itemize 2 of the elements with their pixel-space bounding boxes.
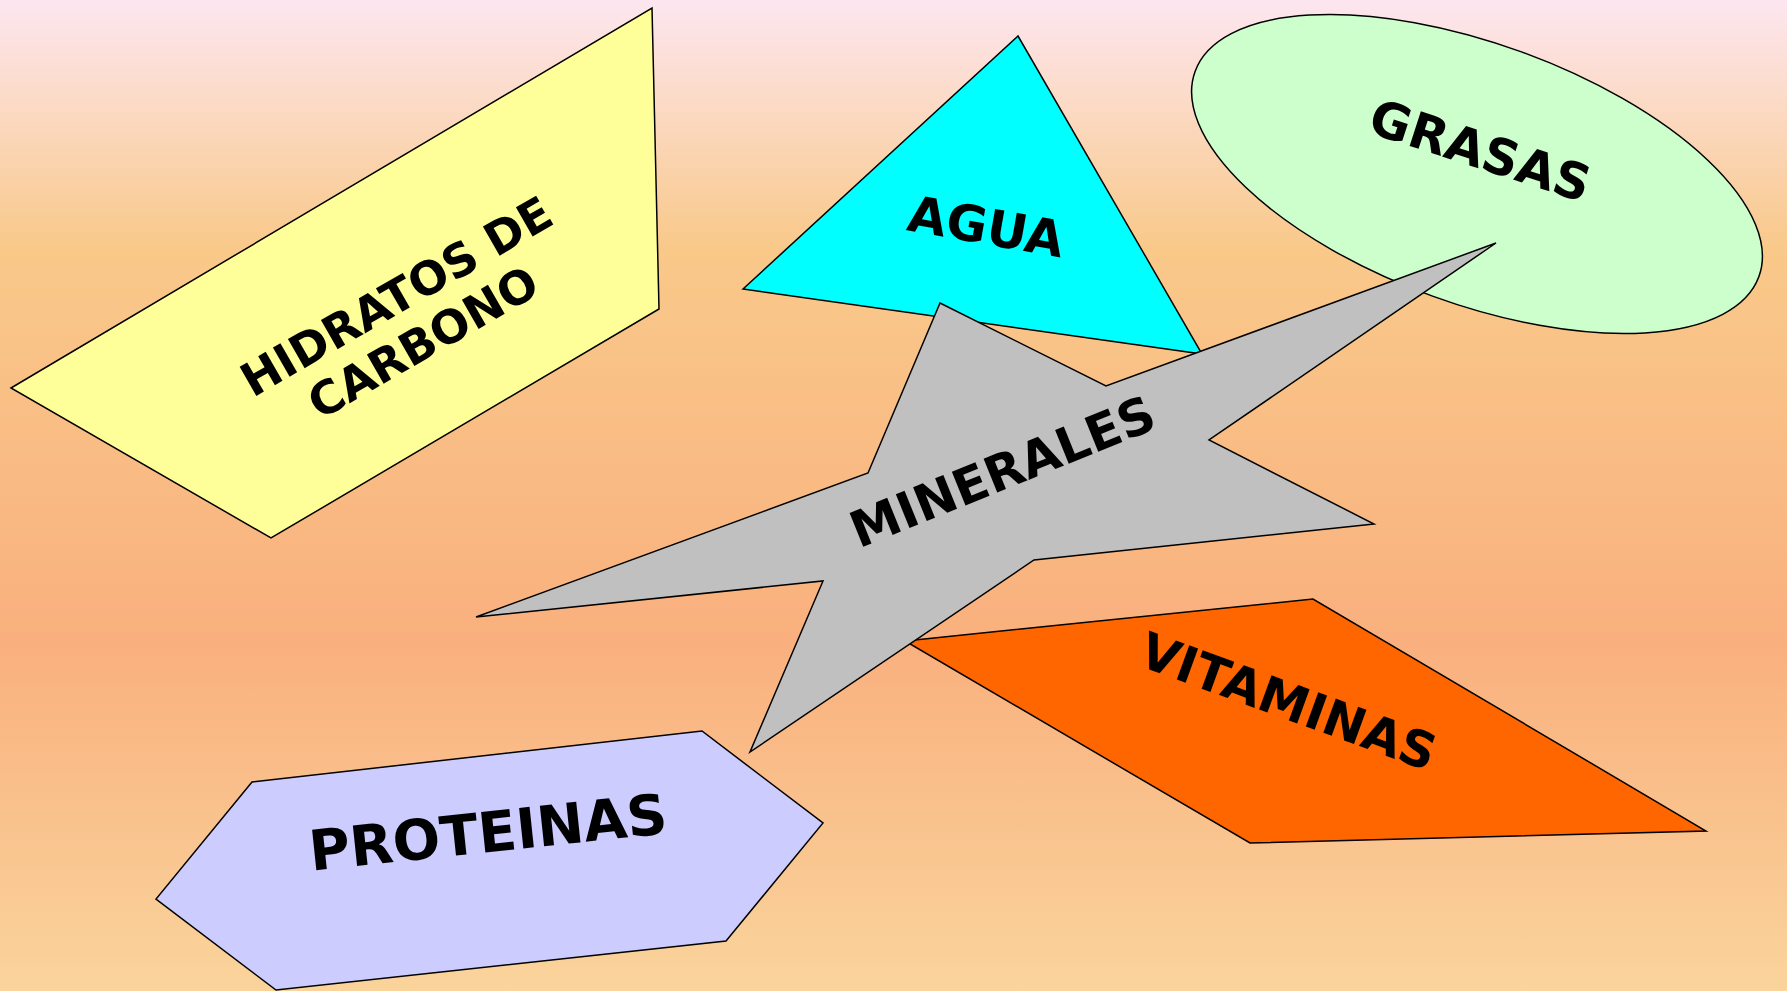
shape-label: PROTEINAS [304,780,672,886]
shape-label: AGUA [902,183,1070,272]
